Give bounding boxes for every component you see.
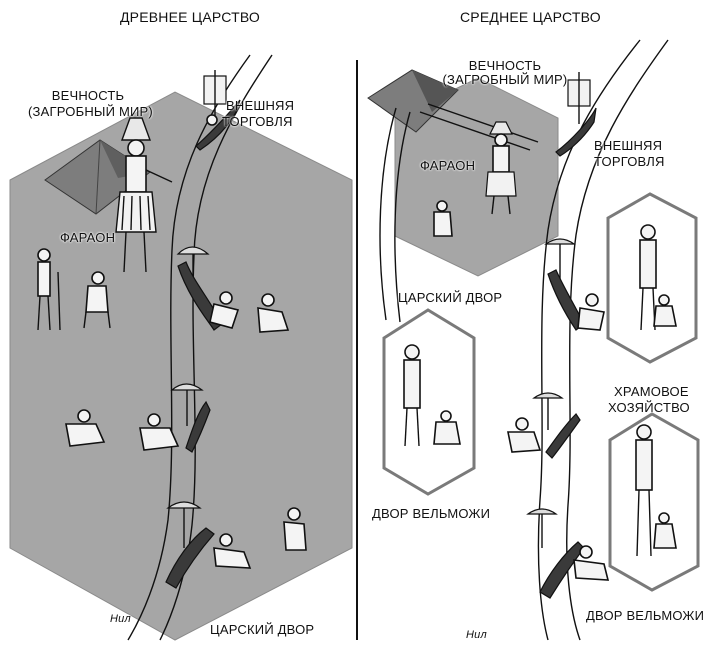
left-pharaoh-icon (115, 117, 173, 273)
temple-estate-label: ХРАМОВОЕ (614, 384, 689, 399)
noble-court-left-label: ДВОР ВЕЛЬМОЖИ (372, 506, 491, 521)
temple-figures-icon (639, 224, 677, 331)
right-panel-title: СРЕДНЕЕ ЦАРСТВО (460, 9, 601, 25)
right-royal-court-label: ЦАРСКИЙ ДВОР (398, 290, 503, 305)
right-pharaoh-label: ФАРАОН (420, 158, 476, 173)
right-workers-icons (507, 238, 610, 599)
left-eternity-sublabel: (ЗАГРОБНЫЙ МИР) (28, 104, 153, 119)
left-trade-sublabel: ТОРГОВЛЯ (222, 114, 293, 129)
right-trade-label: ВНЕШНЯЯ (594, 138, 663, 153)
right-nile-river (537, 39, 641, 641)
right-trade-boat-icon (555, 72, 597, 157)
left-workers-icons (37, 246, 307, 589)
left-panel-title: ДРЕВНЕЕ ЦАРСТВО (120, 9, 261, 25)
left-pharaoh-label: ФАРАОН (60, 230, 116, 245)
noble-court-hexagon-right (608, 412, 700, 592)
right-pyramid-icon (367, 69, 459, 133)
noble-court-right-label: ДВОР ВЕЛЬМОЖИ (586, 608, 705, 623)
left-nile-river (127, 54, 251, 641)
left-trade-boat-icon (195, 70, 241, 151)
left-eternity-label: ВЕЧНОСТЬ (51, 88, 125, 103)
right-connection-lines (379, 107, 397, 321)
left-royal-court-hexagon (9, 91, 353, 641)
right-nile-label: Нил (466, 629, 487, 641)
left-nile-label: Нил (110, 613, 131, 625)
temple-estate-sublabel: ХОЗЯЙСТВО (608, 400, 690, 415)
right-pharaoh-icon (433, 121, 517, 237)
noble-left-figures-icon (403, 344, 461, 447)
left-royal-court-label: ЦАРСКИЙ ДВОР (210, 622, 315, 637)
right-eternity-label: ВЕЧНОСТЬ (468, 58, 542, 73)
noble-court-hexagon-left (382, 308, 476, 496)
right-trade-sublabel: ТОРГОВЛЯ (594, 154, 665, 169)
left-trade-label: ВНЕШНЯЯ (226, 98, 295, 113)
noble-right-figures-icon (635, 424, 677, 557)
right-eternity-sublabel: (ЗАГРОБНЫЙ МИР) (442, 72, 568, 87)
